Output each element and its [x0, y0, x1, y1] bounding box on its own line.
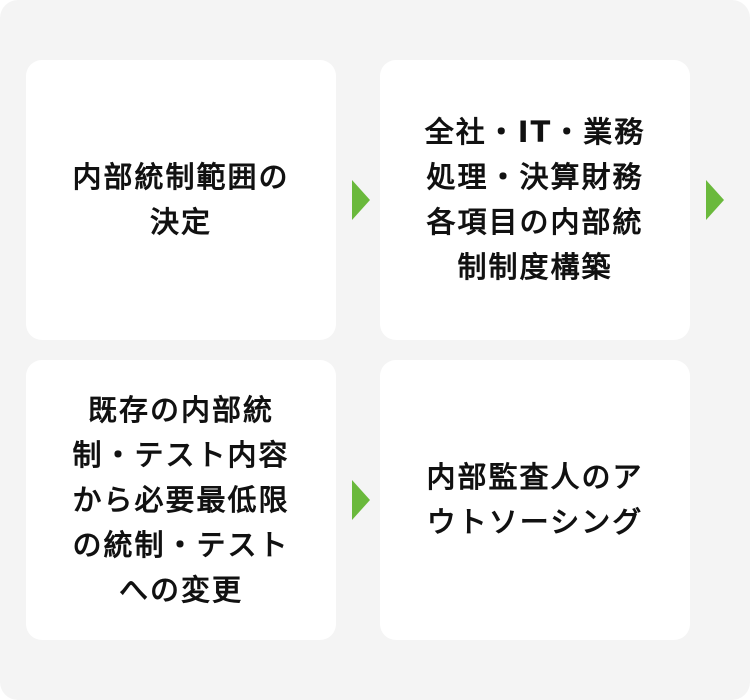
step-card-2: 全社・IT・業務 処理・決算財務 各項目の内部統 制制度構築	[380, 60, 690, 340]
step-label: 既存の内部統 制・テスト内容 から必要最低限 の統制・テスト への変更	[72, 392, 290, 607]
step-card-3: 既存の内部統 制・テスト内容 から必要最低限 の統制・テスト への変更	[26, 360, 336, 640]
step-label: 内部統制範囲の 決定	[72, 160, 290, 239]
step-card-4: 内部監査人のア ウトソーシング	[380, 360, 690, 640]
triangle-right-icon	[352, 180, 370, 220]
triangle-right-icon	[706, 180, 724, 220]
step-label: 内部監査人のア ウトソーシング	[426, 460, 644, 539]
triangle-right-icon	[352, 480, 370, 520]
step-label: 全社・IT・業務 処理・決算財務 各項目の内部統 制制度構築	[424, 115, 646, 284]
step-card-1: 内部統制範囲の 決定	[26, 60, 336, 340]
